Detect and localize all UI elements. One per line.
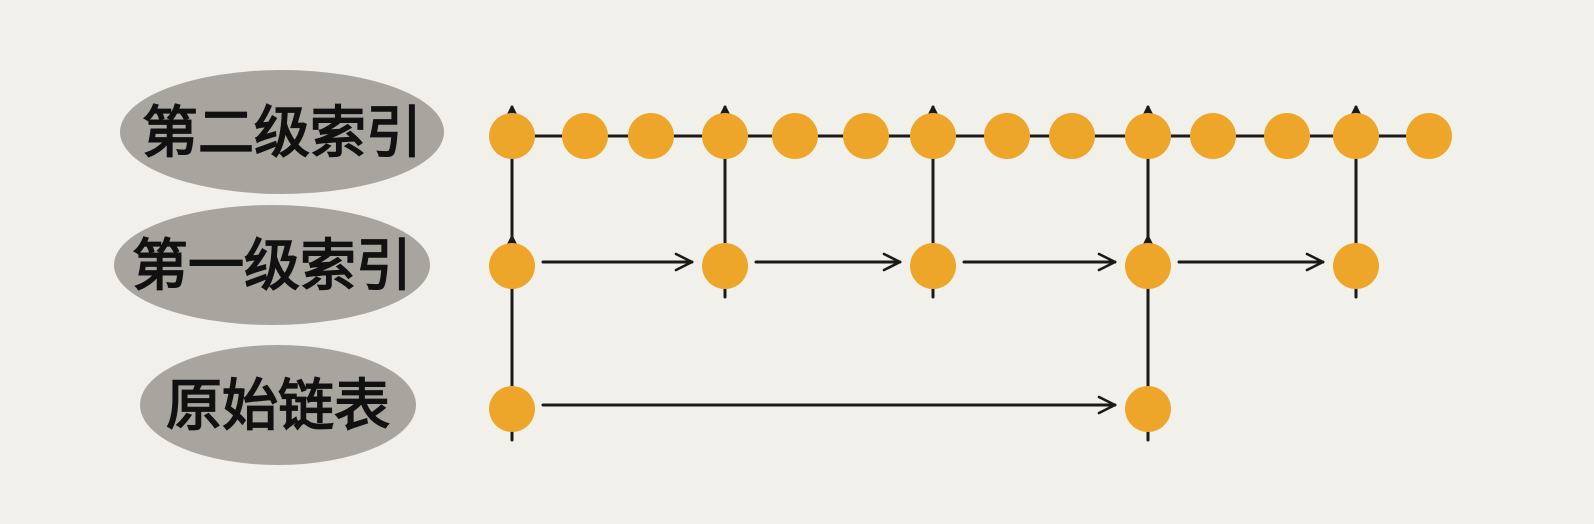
level-label-0: 原始链表 <box>140 345 416 465</box>
label-blob <box>140 345 416 465</box>
list-node <box>1264 113 1310 159</box>
list-node <box>843 113 889 159</box>
label-blob <box>120 70 444 194</box>
level-label-text: 第二级索引 <box>142 101 422 166</box>
list-node <box>910 243 956 289</box>
list-node <box>1125 113 1171 159</box>
list-node <box>489 113 535 159</box>
list-node <box>984 113 1030 159</box>
level-label-text: 第一级索引 <box>132 234 412 299</box>
level-label-text: 原始链表 <box>166 374 390 439</box>
label-blob <box>114 205 430 325</box>
list-node <box>1406 113 1452 159</box>
list-node <box>489 386 535 432</box>
list-node <box>702 243 748 289</box>
nodes <box>489 113 1452 432</box>
list-node <box>1190 113 1236 159</box>
list-node <box>1125 386 1171 432</box>
list-node <box>489 243 535 289</box>
list-node <box>1333 243 1379 289</box>
list-node <box>910 113 956 159</box>
list-node <box>1049 113 1095 159</box>
list-node <box>1125 243 1171 289</box>
level-label-2: 第二级索引 <box>120 70 444 194</box>
list-node <box>1333 113 1379 159</box>
list-node <box>562 113 608 159</box>
list-node <box>702 113 748 159</box>
list-node <box>772 113 818 159</box>
level-label-1: 第一级索引 <box>114 205 430 325</box>
list-node <box>628 113 674 159</box>
